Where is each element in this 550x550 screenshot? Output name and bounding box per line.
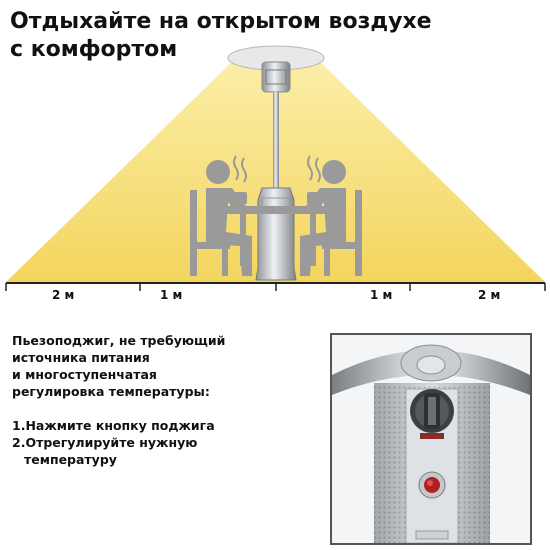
heat-coverage-illustration	[5, 45, 546, 291]
chair-icon	[322, 190, 362, 276]
info-line: источника питания	[12, 350, 150, 365]
igniter-button-icon	[418, 471, 446, 499]
person-icon	[300, 160, 346, 276]
headline-line-2: с комфортом	[10, 37, 178, 62]
step-2: 2.Отрегулируйте нужную	[12, 435, 198, 450]
step-2-continued: температуру	[24, 452, 117, 467]
control-panel-photo	[330, 333, 532, 545]
ignition-info: Пьезоподжиг, не требующий источника пита…	[12, 332, 312, 468]
scale-label-left-2m: 2 м	[52, 288, 75, 302]
scale-label-right-2m: 2 м	[478, 288, 501, 302]
temperature-knob-icon	[410, 389, 454, 433]
scale-label-right-1m: 1 м	[370, 288, 393, 302]
headline-line-1: Отдыхайте на открытом воздухе	[10, 9, 432, 34]
person-icon	[206, 160, 252, 276]
step-1: 1.Нажмите кнопку поджига	[12, 418, 215, 433]
info-line: Пьезоподжиг, не требующий	[12, 333, 226, 348]
info-line: и многоступенчатая	[12, 367, 157, 382]
info-line: регулировка температуры:	[12, 384, 210, 399]
headline: Отдыхайте на открытом воздухе с комфорто…	[10, 8, 530, 64]
scale-label-left-1m: 1 м	[160, 288, 183, 302]
chair-icon	[190, 190, 230, 276]
heater-pole	[273, 92, 279, 188]
steam-icon	[233, 155, 321, 183]
